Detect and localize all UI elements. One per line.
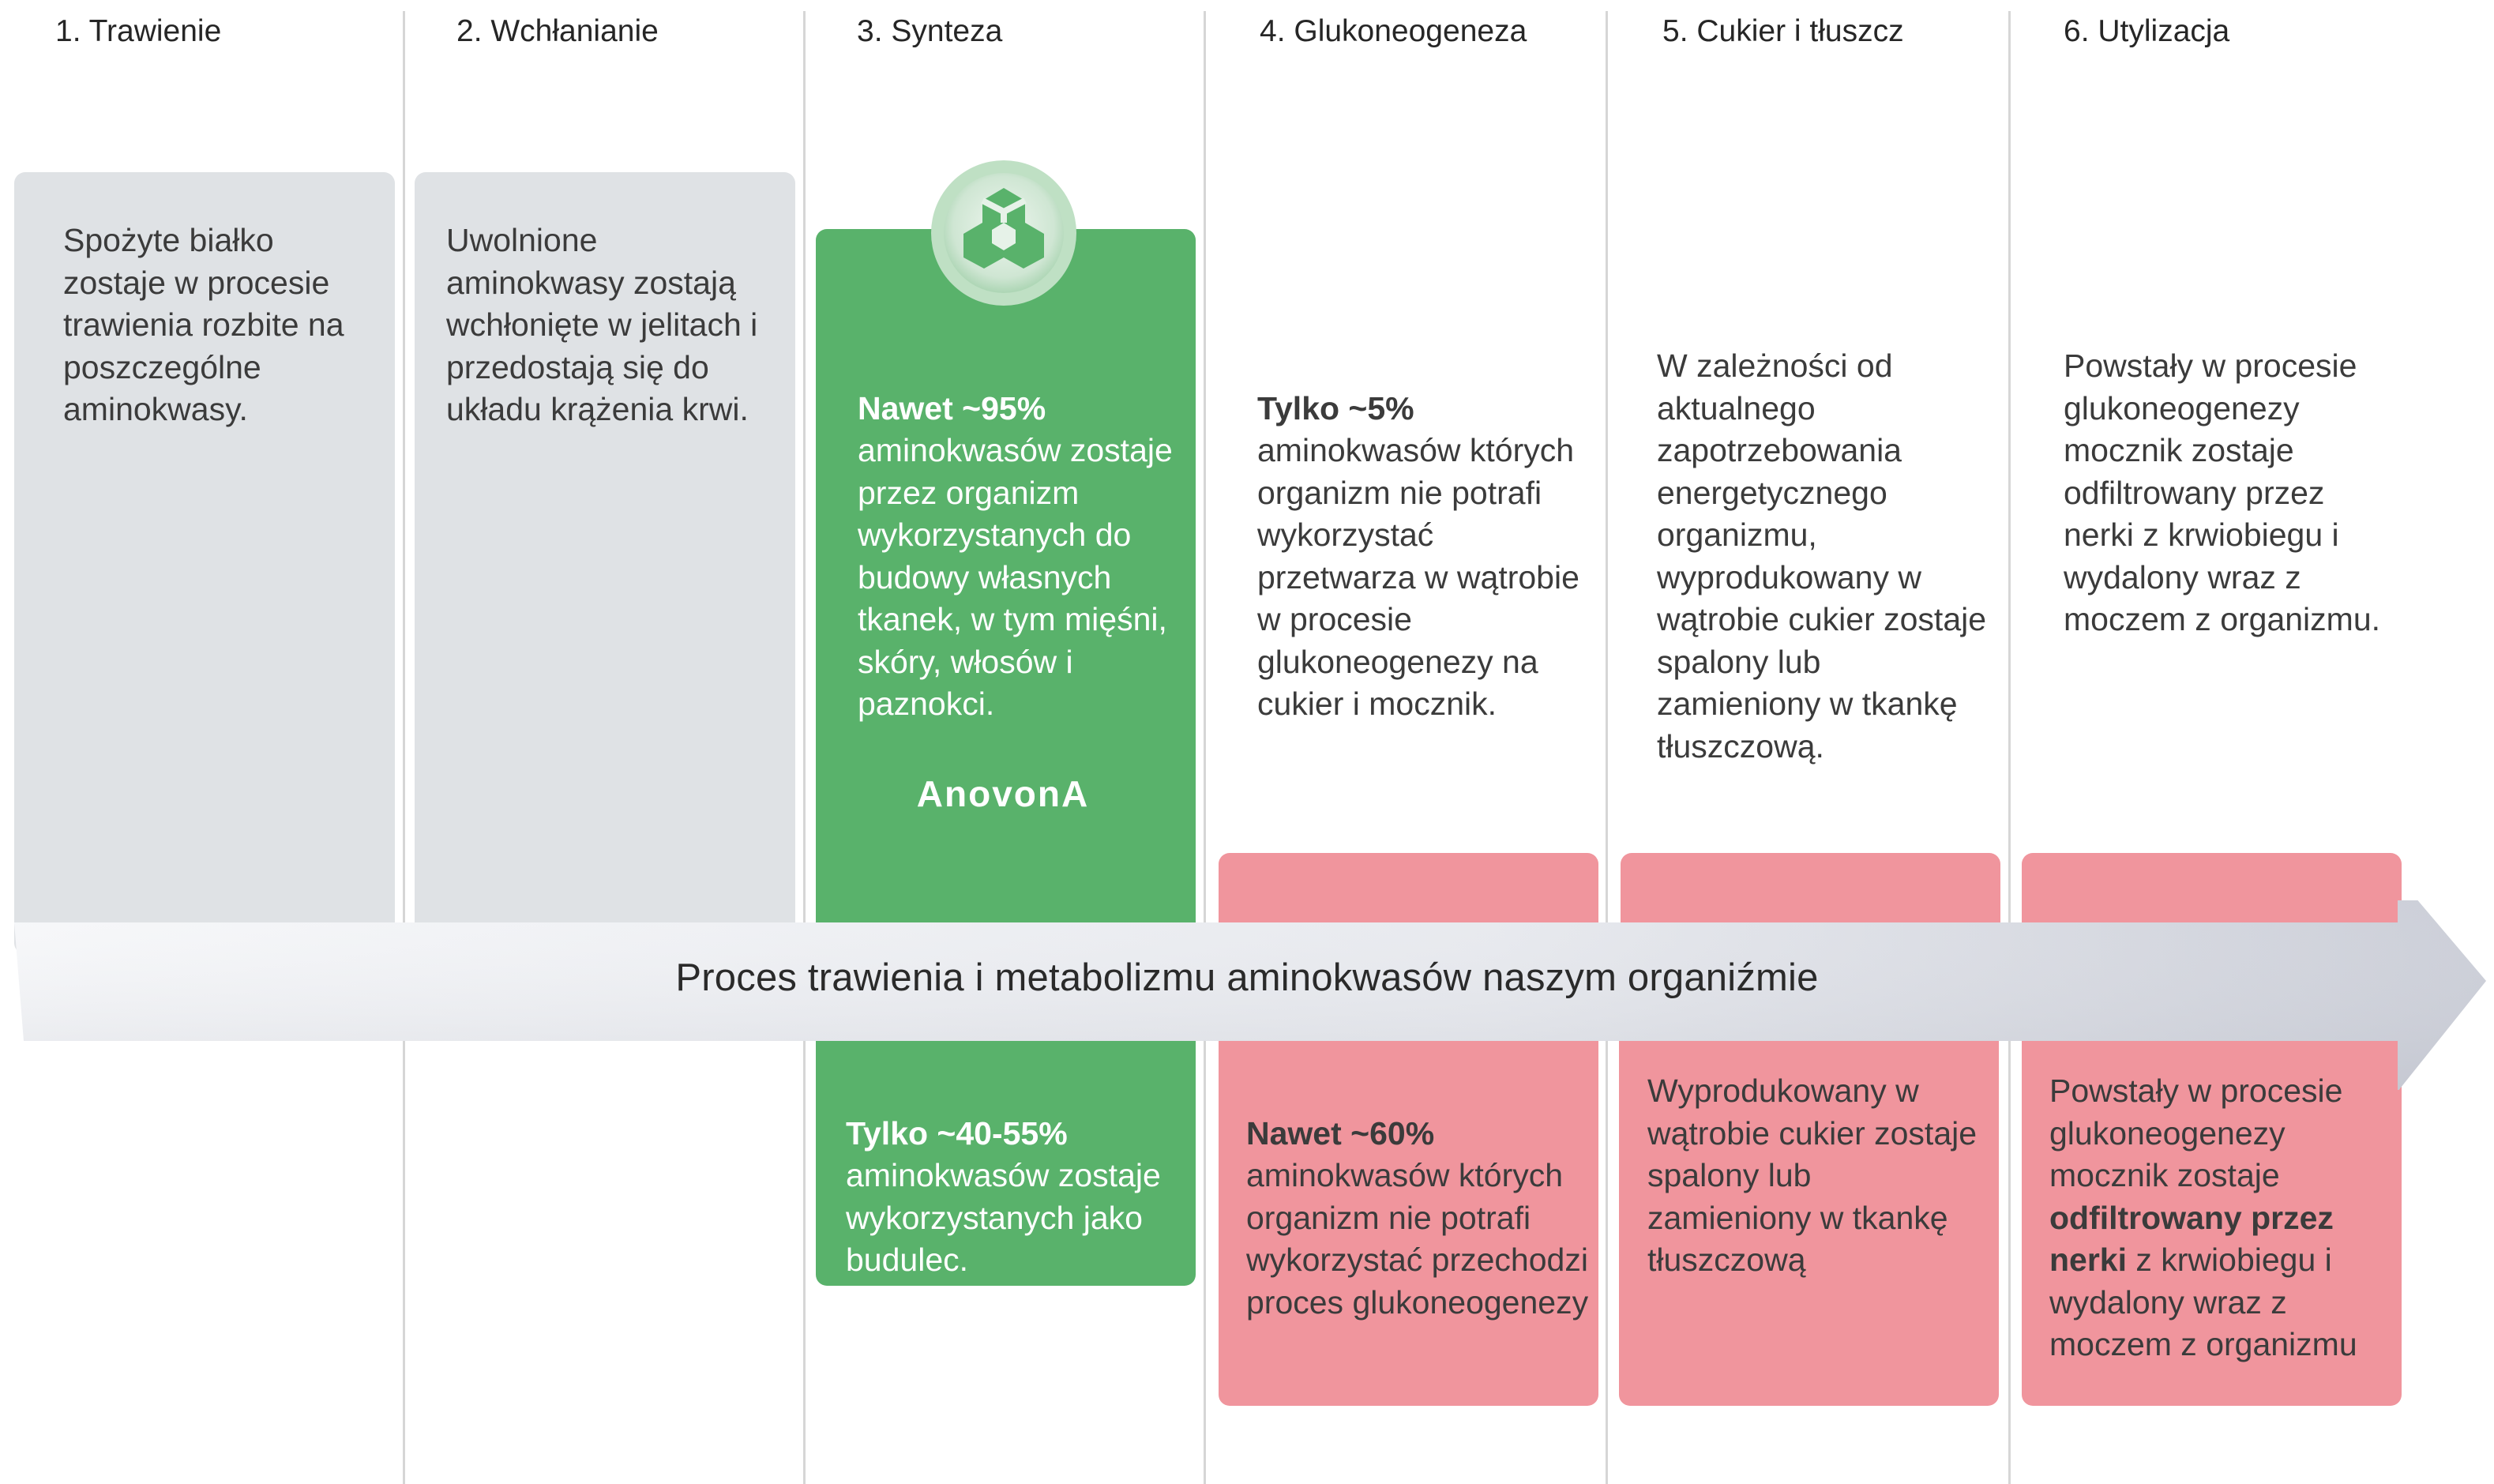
utylizacja-text: Powstały w procesie glukoneogenezy moczn… — [2064, 348, 2381, 637]
column-divider — [1204, 11, 1206, 1484]
cukier-lower-box — [1619, 1027, 1999, 1406]
synteza-lower-text: Tylko ~40-55% aminokwasów zostaje wykorz… — [846, 1070, 1185, 1282]
utylizacja-lower-description: Powstały w procesie glukoneogenezy moczn… — [2049, 1073, 2343, 1193]
anovona-hexagon-icon — [931, 160, 1076, 306]
column-divider — [2008, 11, 2011, 1484]
glukoneogeneza-lower-description: aminokwasów których organizm nie potrafi… — [1246, 1157, 1589, 1321]
glukoneogeneza-highlight: Tylko ~5% — [1257, 389, 1414, 426]
synteza-description: aminokwasów zostaje przez organizm wykor… — [858, 432, 1173, 722]
trawienie-text: Spożyte białko zostaje w procesie trawie… — [63, 222, 344, 427]
cukier-lower-text: Wyprodukowany w wątrobie cukier zostaje … — [1647, 1073, 1978, 1278]
trawienie-box — [14, 172, 395, 954]
column-title-synteza: 3. Synteza — [857, 14, 1003, 48]
synteza-box — [816, 229, 1196, 956]
synteza-lower-highlight: Tylko ~40-55% — [846, 1114, 1068, 1152]
synteza-text: Nawet ~95% aminokwasów zostaje przez org… — [858, 345, 1181, 726]
column-divider — [403, 11, 405, 1484]
wchlanianie-text: Uwolnione aminokwasy zostają wchłonięte … — [446, 222, 758, 427]
glukoneogeneza-lower-highlight: Nawet ~60% — [1246, 1114, 1435, 1152]
column-divider — [1606, 11, 1608, 1484]
process-arrow — [14, 900, 2486, 1090]
brand-name: AnovonA — [917, 773, 1089, 814]
synteza-lower-box — [816, 1027, 1196, 1286]
glukoneogeneza-text: Tylko ~5% aminokwasów których organizm n… — [1257, 345, 1589, 726]
column-title-utylizacja: 6. Utylizacja — [2064, 14, 2230, 48]
glukoneogeneza-lower-text: Nawet ~60% aminokwasów których organizm … — [1246, 1070, 1594, 1324]
column-title-glukoneogeneza: 4. Glukoneogeneza — [1260, 14, 1527, 48]
arrow-label: Proces trawienia i metabolizmu aminokwas… — [675, 956, 1819, 999]
cukier-text: W zależności od aktualnego zapotrzebowan… — [1657, 348, 1987, 765]
glukoneogeneza-lower-box — [1219, 1027, 1598, 1406]
utylizacja-lower-box — [2022, 1027, 2402, 1406]
column-divider — [803, 11, 806, 1484]
anovona-logo: AnovonA — [917, 773, 1089, 814]
column-title-wchlanianie: 2. Wchłanianie — [456, 14, 659, 48]
utylizacja-lower-highlight: odfiltrowany przez nerki — [2049, 1199, 2334, 1279]
utylizacja-lower-description-end: z krwiobiegu i wydalony wraz z moczem z … — [2049, 1242, 2357, 1362]
utylizacja-lower-text: Powstały w procesie glukoneogenezy moczn… — [2049, 1070, 2389, 1366]
synteza-lower-description: aminokwasów zostaje wykorzystanych jako … — [846, 1157, 1161, 1278]
column-title-cukier: 5. Cukier i tłuszcz — [1662, 14, 1904, 48]
glukoneogeneza-description: aminokwasów których organizm nie potrafi… — [1257, 432, 1579, 722]
synteza-highlight: Nawet ~95% — [858, 389, 1046, 426]
column-title-trawienie: 1. Trawienie — [55, 14, 222, 48]
wchlanianie-box — [415, 172, 795, 954]
